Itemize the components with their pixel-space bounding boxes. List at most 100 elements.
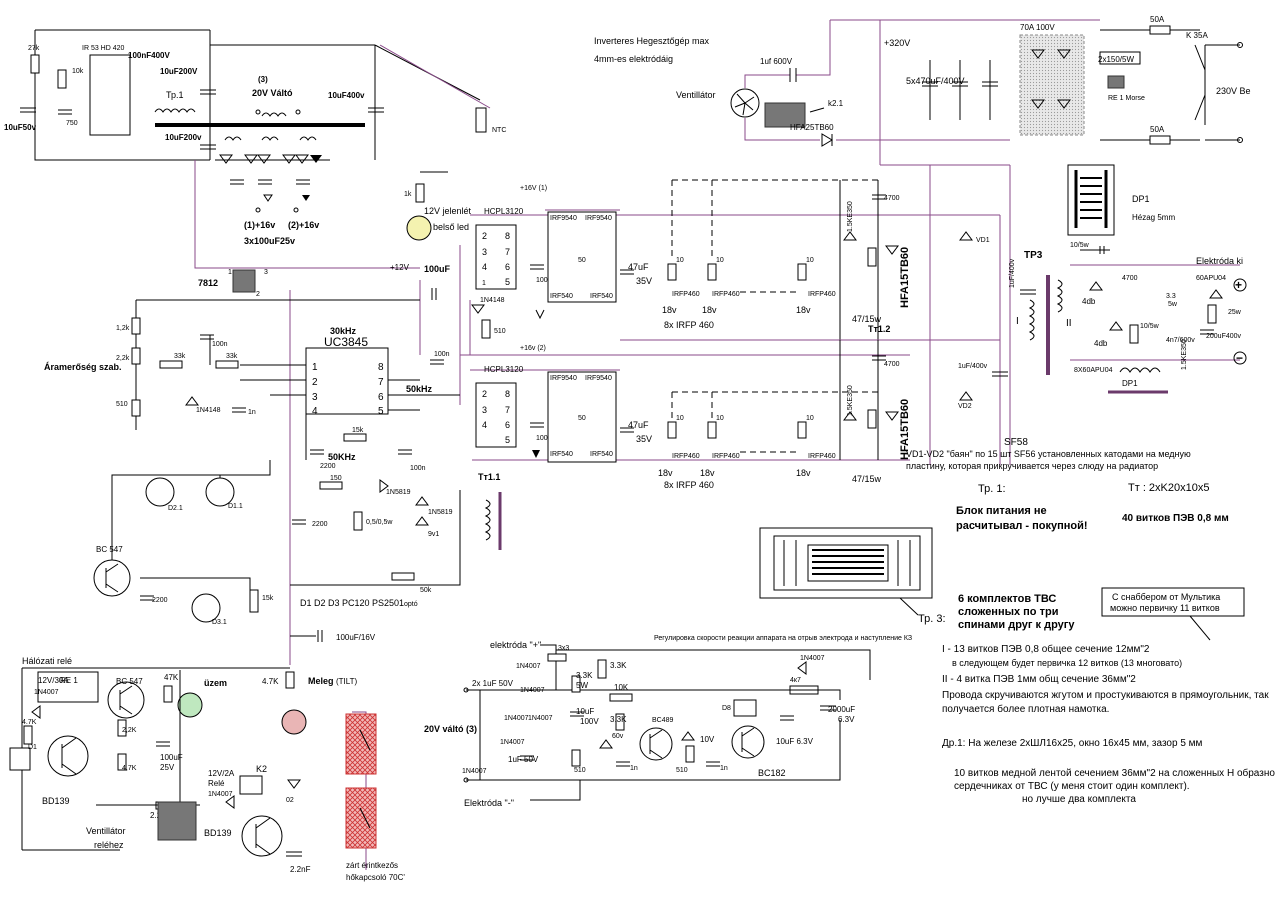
cap-10uf50v: 10uF50v: [4, 123, 37, 132]
svg-text:6.3V: 6.3V: [838, 715, 855, 724]
cap-100nf400v: 100nF400V: [128, 51, 170, 60]
note-tr1-l2: расчитывал - покупной!: [956, 520, 1088, 532]
valto-20v: 20V váltó (3): [424, 724, 477, 734]
svg-text:50: 50: [578, 257, 586, 264]
note-tt-turns: 40 витков ПЭВ 0,8 мм: [1122, 513, 1229, 524]
svg-text:5w: 5w: [1168, 301, 1178, 308]
svg-text:200uF400v: 200uF400v: [1206, 333, 1242, 340]
svg-text:5W: 5W: [576, 681, 588, 690]
d1n4148-drv1: 1N4148: [480, 297, 505, 304]
svg-text:510: 510: [494, 328, 506, 335]
title-line2: 4mm-es elektródáig: [594, 54, 673, 64]
svg-text:510: 510: [676, 767, 688, 774]
svg-text:3.3: 3.3: [1166, 293, 1176, 300]
svg-text:4.7K: 4.7K: [262, 677, 279, 686]
svg-text:100V: 100V: [580, 717, 599, 726]
svg-text:2,2k: 2,2k: [116, 355, 130, 362]
svg-text:2: 2: [482, 231, 487, 241]
cap-47uf-1: 47uF: [628, 262, 649, 272]
cap-100uf-label: 100uF: [424, 264, 451, 274]
arc-block: Регулировка скорости реакции аппарата на…: [424, 635, 912, 808]
svg-text:10: 10: [806, 415, 814, 422]
svg-text:50: 50: [578, 415, 586, 422]
svg-text:IRF540: IRF540: [590, 451, 613, 458]
relay-title: Hálózati relé: [22, 656, 72, 666]
mains-block: +320V 5x470uF/400V 70A 100V 2x150/5W RE …: [830, 15, 1251, 166]
input-230v: 230V Be: [1216, 86, 1251, 96]
tt12-label: Тт1.2: [868, 324, 890, 334]
svg-text:Relé: Relé: [208, 779, 225, 788]
svg-text:35V: 35V: [636, 434, 652, 444]
svg-text:100n: 100n: [536, 277, 552, 284]
driver-1: +16V (1) HCPL3120 23 4 87 65 1 1N4148 51…: [459, 179, 1000, 356]
svg-text:100n: 100n: [212, 341, 228, 348]
svg-text:4: 4: [482, 262, 487, 272]
svg-text:3x3: 3x3: [558, 645, 569, 652]
snub-47-15w-1: 47/15w: [852, 314, 882, 324]
c1uf-a: 1uF/400v: [1009, 258, 1016, 288]
notes-block: SF58 VD1-VD2 "баян" по 15 шт SF56 устано…: [759, 437, 1275, 805]
svg-text:6: 6: [378, 392, 384, 403]
cap-10uf400v: 10uF400v: [328, 91, 365, 100]
led-belso-label: belső led: [433, 222, 469, 232]
svg-text:25V: 25V: [160, 763, 175, 772]
svg-text:12V/2A: 12V/2A: [208, 769, 235, 778]
thermo-1: zárt érintkezős: [346, 861, 398, 870]
note-vd-2: пластину, которая прикручивается через с…: [906, 461, 1158, 471]
svg-text:100n: 100n: [434, 351, 450, 358]
irfp-count-2: 8x IRFP 460: [664, 480, 714, 490]
cap-10uf200v-a: 10uF200V: [160, 67, 198, 76]
svg-text:9v1: 9v1: [428, 531, 439, 538]
svg-text:2: 2: [482, 389, 487, 399]
note-cu2: сердечниках от ТВС (у меня стоит один ко…: [954, 781, 1190, 792]
svg-text:10: 10: [806, 257, 814, 264]
svg-text:D2.1: D2.1: [168, 505, 183, 512]
note-snub-1: С снаббером от Мультика: [1112, 592, 1220, 602]
svg-text:1N4007: 1N4007: [516, 663, 541, 670]
note-w2: II - 4 витка ПЭВ 1мм общ сечение 36мм"2: [942, 673, 1136, 685]
bridge-70a: 70A 100V: [1020, 23, 1055, 32]
svg-text:2000uF: 2000uF: [828, 705, 855, 714]
svg-text:1N4007: 1N4007: [528, 715, 553, 722]
title-line1: Inverteres Hegesztőgép max: [594, 36, 710, 46]
arc-note: Регулировка скорости реакции аппарата на…: [654, 635, 912, 642]
khz30: 30kHz: [330, 326, 357, 336]
note-tr1-title: Тр. 1:: [978, 483, 1006, 495]
note-vd-1: VD1-VD2 "баян" по 15 шт SF56 установленн…: [906, 449, 1191, 459]
svg-text:3: 3: [312, 392, 318, 403]
svg-text:50k: 50k: [420, 587, 432, 594]
svg-text:4: 4: [482, 420, 487, 430]
tt11-label: Тт1.1: [478, 472, 500, 482]
uc3845-label: UC3845: [324, 335, 368, 349]
diodes-8x: 8X60APU04: [1074, 367, 1113, 374]
svg-text:IRFP460: IRFP460: [808, 453, 836, 460]
khz50b: 50KHz: [328, 452, 356, 462]
svg-text:510: 510: [574, 767, 586, 774]
terminal-plus: +: [1235, 278, 1242, 292]
svg-text:1: 1: [228, 269, 232, 276]
svg-text:D3.1: D3.1: [212, 619, 227, 626]
note-cu1: 10 витков медной лентой сечением 36мм"2 …: [954, 767, 1275, 779]
elektroda-minus: Elektróda "-": [464, 798, 514, 808]
svg-text:2,2K: 2,2K: [122, 727, 137, 734]
svg-text:1: 1: [312, 362, 318, 373]
svg-text:4n7/600v: 4n7/600v: [1166, 337, 1195, 344]
transformer-tr1: Тр.1: [166, 90, 184, 100]
vd1: VD1: [976, 237, 990, 244]
irfp-count-1: 8x IRFP 460: [664, 320, 714, 330]
svg-text:1n: 1n: [720, 765, 728, 772]
svg-text:10: 10: [716, 415, 724, 422]
svg-text:RE 1: RE 1: [60, 676, 78, 685]
svg-text:750: 750: [66, 120, 78, 127]
svg-text:10: 10: [676, 257, 684, 264]
bc489: BC489: [652, 717, 674, 724]
output-block: VD1 VD2 1uF/400v 1uF/400v ТР3 Тт1.2 I II…: [868, 164, 1247, 465]
d60apu04: 60APU04: [1196, 275, 1226, 282]
svg-text:3: 3: [264, 269, 268, 276]
svg-text:1n: 1n: [630, 765, 638, 772]
svg-text:7: 7: [505, 247, 510, 257]
fan-label: Ventillátor: [676, 90, 716, 100]
svg-text:5: 5: [378, 406, 384, 417]
svg-text:1.5KE350: 1.5KE350: [1181, 339, 1188, 370]
